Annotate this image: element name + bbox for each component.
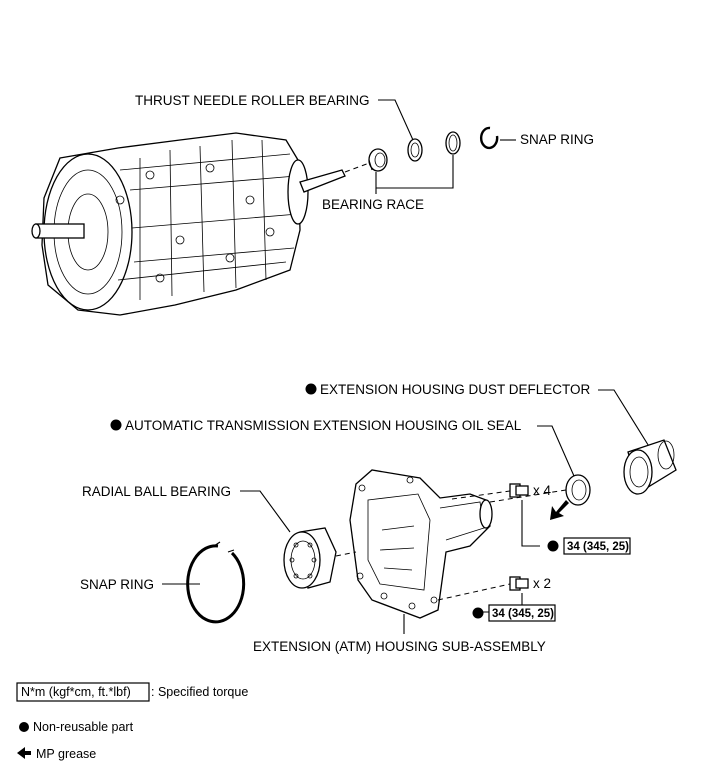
label-radial-ball-bearing: RADIAL BALL BEARING	[82, 484, 231, 499]
mp-grease-arrow-oil-seal	[550, 500, 569, 520]
bearing-race-2	[445, 131, 461, 155]
upper-bolt	[509, 483, 529, 498]
oil-seal-part	[565, 474, 591, 506]
transmission-assembly	[31, 132, 346, 316]
label-snap-ring-top: SNAP RING	[520, 132, 594, 147]
top-assembly-axis	[344, 161, 373, 173]
oil-seal-axis	[489, 489, 567, 503]
label-snap-ring-bottom: SNAP RING	[80, 577, 154, 592]
lower-bolt	[509, 576, 529, 591]
thrust-needle-roller-bearing-part	[407, 138, 423, 162]
snap-ring-bottom-part	[186, 541, 246, 624]
lower-bolt-count: x 2	[533, 576, 551, 591]
leader-radial-ball-bearing	[240, 490, 291, 533]
bearing-axis	[335, 551, 357, 557]
non-reusable-dot-oil-seal	[110, 419, 122, 431]
upper-torque-value: 34 (345, 25)	[567, 541, 629, 553]
lower-bolt-axis	[437, 583, 511, 601]
lower-torque-box	[488, 604, 556, 622]
snap-ring-top-part	[479, 126, 499, 150]
legend-non-reusable-text: Non-reusable part	[33, 720, 134, 734]
leader-dust-deflector	[598, 389, 651, 449]
non-reusable-dot-lower-bolt	[472, 607, 484, 619]
leader-upper-bolt-torque	[521, 500, 540, 547]
label-extension-housing: EXTENSION (ATM) HOUSING SUB-ASSEMBLY	[253, 639, 546, 654]
lower-torque-value: 34 (345, 25)	[492, 608, 554, 620]
label-thrust-needle-roller-bearing: THRUST NEEDLE ROLLER BEARING	[135, 93, 370, 108]
legend-torque-units: N*m (kgf*cm, ft.*lbf)	[21, 685, 131, 699]
legend-mp-grease-arrow	[17, 747, 31, 759]
upper-bolt-axis	[451, 490, 511, 500]
label-dust-deflector: EXTENSION HOUSING DUST DEFLECTOR	[320, 382, 591, 397]
radial-ball-bearing-part	[283, 527, 337, 589]
legend-mp-grease-text: MP grease	[36, 747, 96, 761]
non-reusable-dot-deflector	[305, 383, 317, 395]
legend-non-reusable-dot	[19, 722, 29, 732]
label-bearing-race: BEARING RACE	[322, 197, 424, 212]
upper-bolt-count: x 4	[533, 483, 552, 498]
legend-torque-text: : Specified torque	[151, 685, 248, 699]
dust-deflector-part	[623, 439, 677, 495]
legend-torque-box	[16, 682, 150, 702]
legend: N*m (kgf*cm, ft.*lbf) : Specified torque…	[16, 682, 248, 761]
leader-oil-seal	[537, 425, 575, 477]
leader-bearing-race	[375, 155, 454, 189]
bearing-race-1	[368, 148, 388, 172]
upper-torque-box	[563, 537, 631, 555]
label-oil-seal: AUTOMATIC TRANSMISSION EXTENSION HOUSING…	[125, 418, 522, 433]
leader-thrust-bearing	[378, 99, 414, 141]
non-reusable-dot-upper-bolt	[547, 540, 559, 552]
extension-housing-part	[349, 469, 493, 619]
